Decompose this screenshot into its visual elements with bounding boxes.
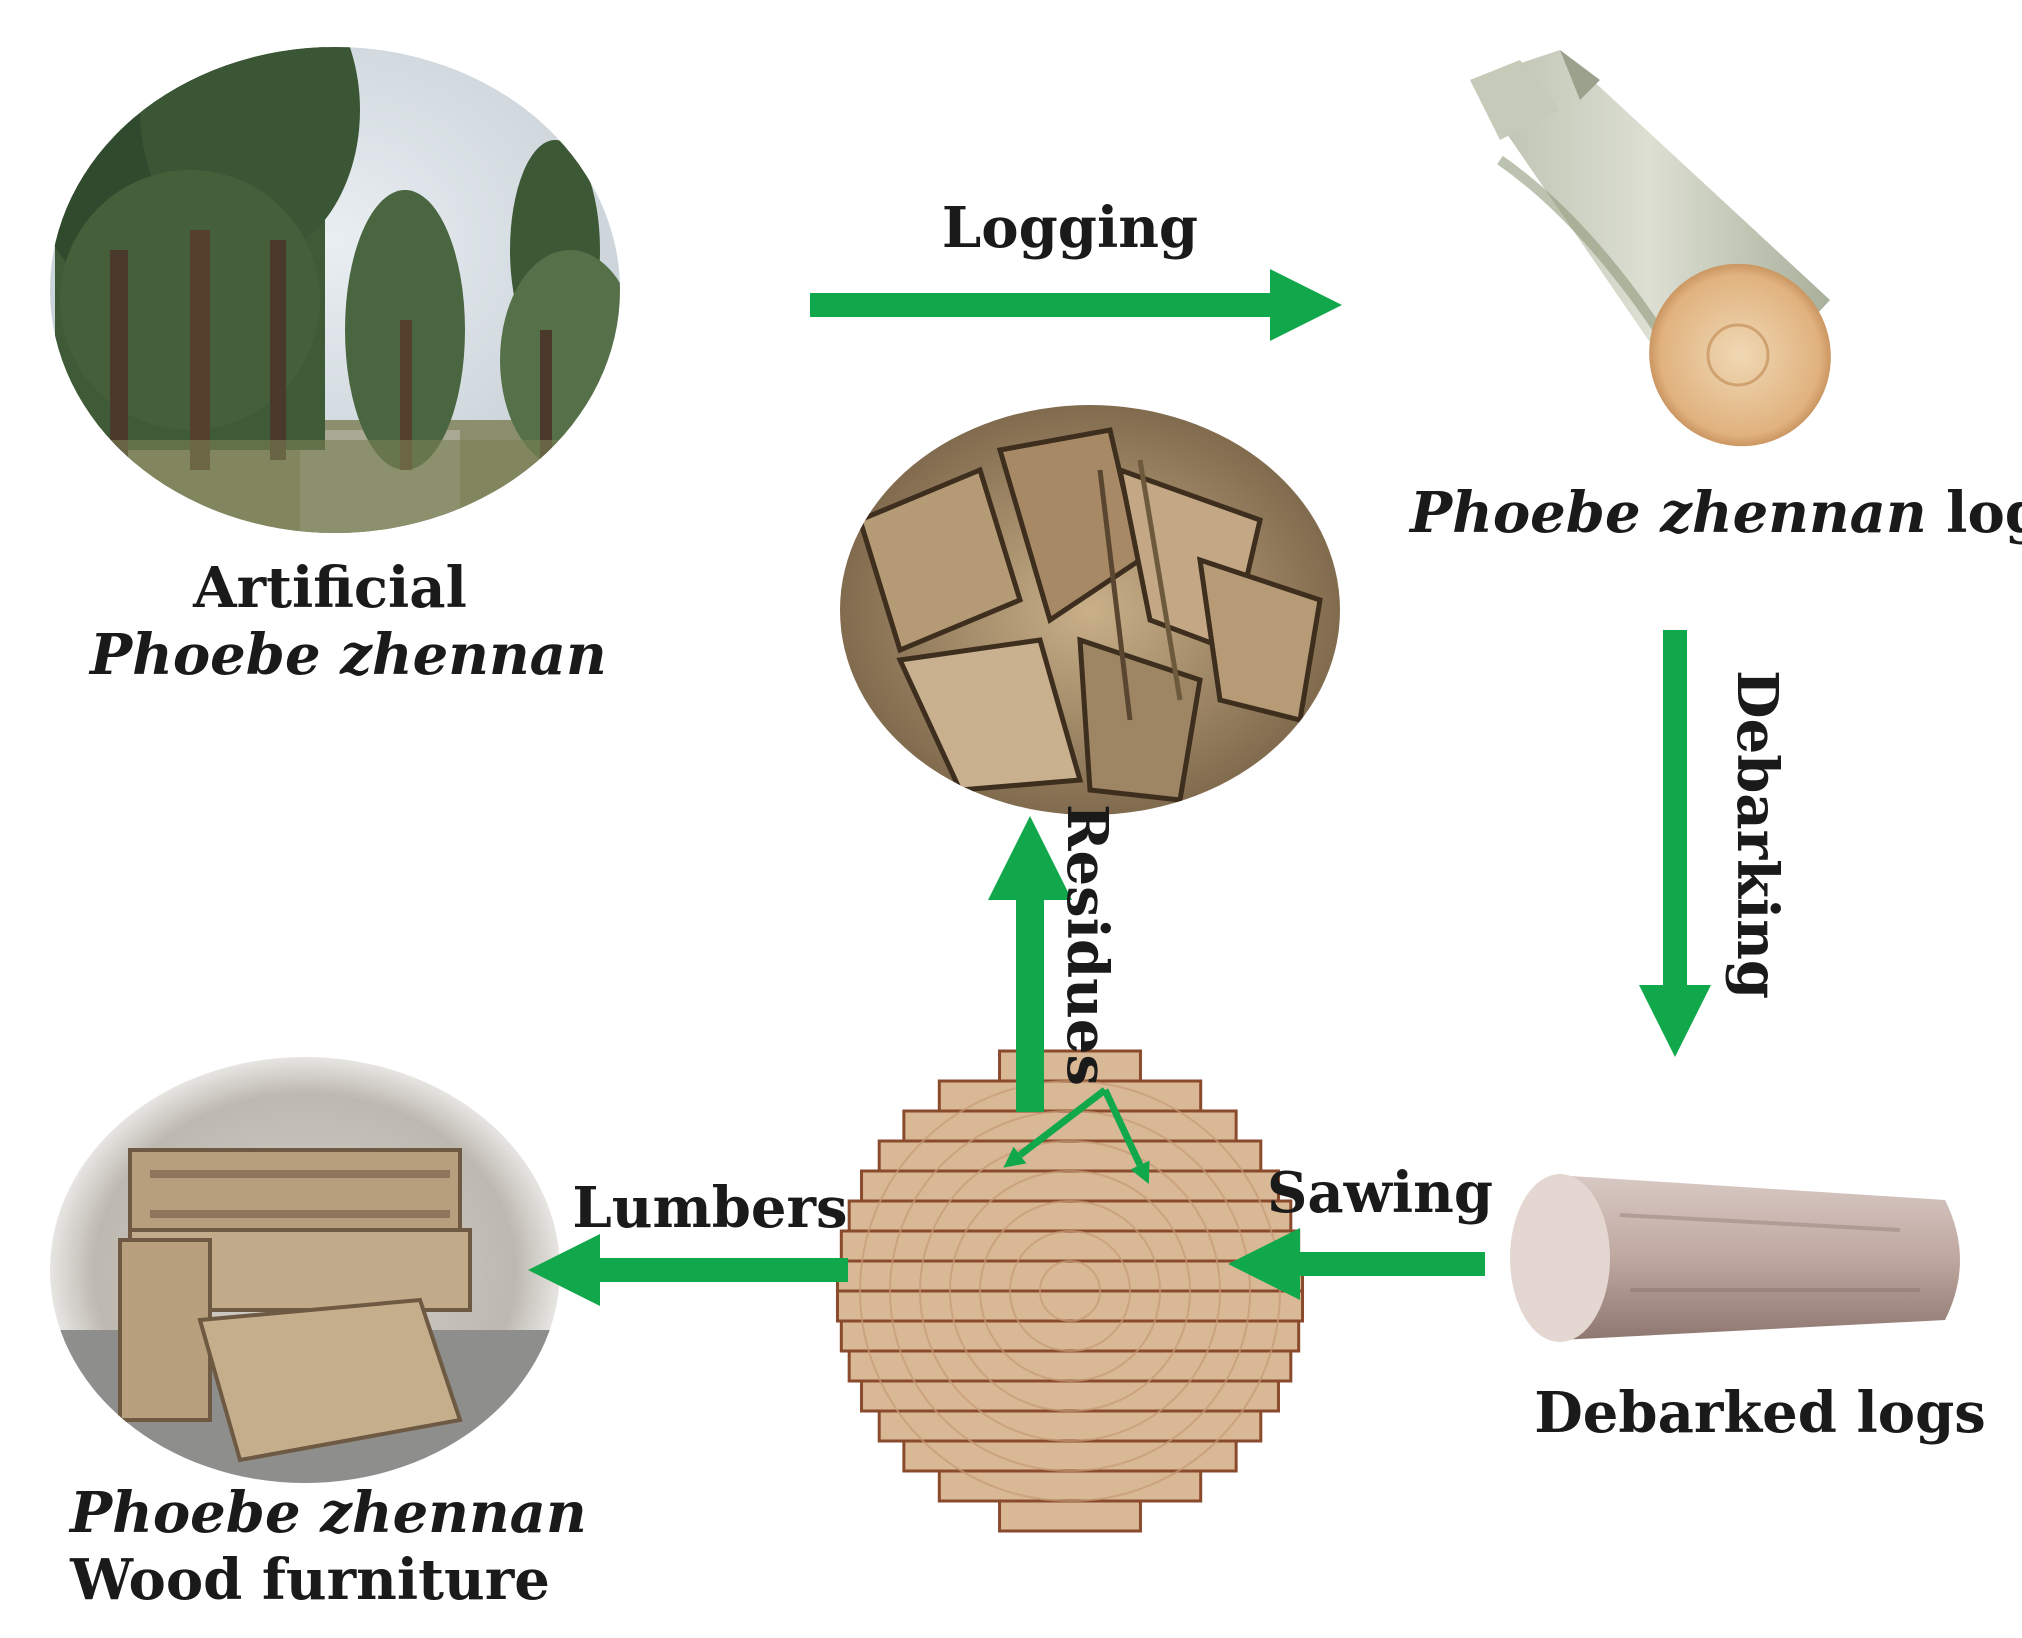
- lumber-board: [877, 1139, 1263, 1173]
- furniture-photo: [50, 1057, 560, 1483]
- lumber-board: [877, 1409, 1263, 1443]
- debarking-label: Debarking: [1724, 670, 1790, 1000]
- growth-ring: [1039, 1260, 1101, 1322]
- forest-label-line2: Phoebe zhennan: [90, 622, 607, 689]
- growth-ring: [979, 1200, 1161, 1382]
- lumbers-label: Lumbers: [572, 1175, 848, 1241]
- forest-label-line1: Artificial: [193, 555, 467, 621]
- lumber-board: [835, 1259, 1305, 1293]
- residues-label: Residues: [1054, 804, 1120, 1086]
- lumber-board: [998, 1499, 1142, 1533]
- logs-label: Phoebe zhennan logs: [1410, 480, 2022, 547]
- sawing-label: Sawing: [1266, 1160, 1494, 1226]
- furniture-label-line2: Wood furniture: [70, 1547, 550, 1614]
- forest-photo: [50, 47, 620, 533]
- logs-suffix: logs: [1946, 480, 2022, 546]
- wood-chips-photo: [840, 405, 1340, 815]
- lumber-board: [937, 1469, 1203, 1503]
- furniture-label-line1: Phoebe zhennan: [70, 1480, 587, 1547]
- forest-label: Artificial Phoebe zhennan: [90, 555, 607, 689]
- lumber-board: [839, 1319, 1301, 1353]
- logs-species-name: Phoebe zhennan: [1410, 480, 1927, 546]
- growth-ring: [1009, 1230, 1131, 1352]
- logging-label: Logging: [941, 195, 1199, 261]
- debarked-log-photo: [1510, 1174, 1960, 1342]
- lumber-board: [937, 1079, 1203, 1113]
- lumber-board: [847, 1349, 1293, 1383]
- lumber-board: [839, 1229, 1301, 1263]
- lumber-board: [847, 1199, 1293, 1233]
- residues-arrow: [988, 816, 1150, 1185]
- furniture-label: Phoebe zhennan Wood furniture: [70, 1480, 587, 1614]
- growth-ring: [919, 1140, 1221, 1442]
- lumber-board: [835, 1289, 1305, 1323]
- debarked-label: Debarked logs: [1534, 1380, 1986, 1446]
- log-photo: [1470, 50, 1831, 447]
- forest-species-name: Phoebe zhennan: [90, 622, 607, 689]
- furniture-species-name: Phoebe zhennan: [70, 1480, 587, 1546]
- sawing-pattern-icon: [835, 1049, 1305, 1533]
- growth-ring: [949, 1170, 1191, 1412]
